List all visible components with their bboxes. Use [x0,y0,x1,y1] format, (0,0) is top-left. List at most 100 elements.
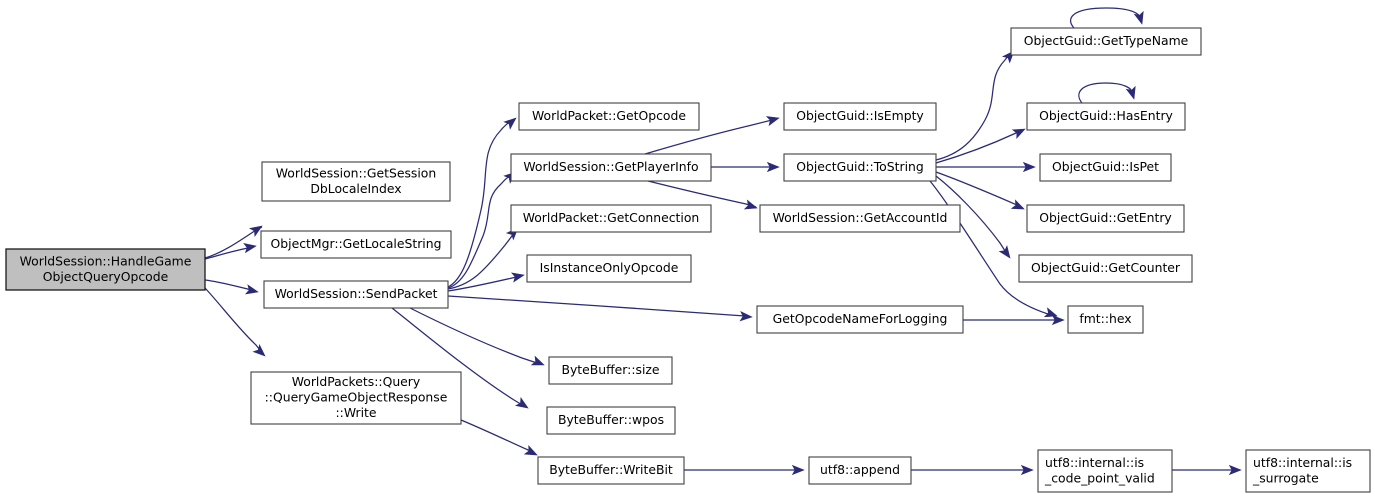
nodes-layer: WorldSession::HandleGameObjectQueryOpcod… [5,27,1371,493]
node-gettypename[interactable]: ObjectGuid::GetTypeName [1010,27,1202,56]
node-ispet[interactable]: ObjectGuid::IsPet [1039,153,1172,182]
node-getlocalestring[interactable]: ObjectMgr::GetLocaleString [260,230,452,259]
node-box-getconnection[interactable] [510,204,712,233]
node-label-getaccountid: WorldSession::GetAccountId [773,210,948,225]
edge-sendpacket-to-bytebuffersize [409,307,541,365]
edge-root-to-querygameobjectresponsewrite [204,287,264,355]
node-label-utf8append: utf8::append [820,462,900,477]
arrowhead-bytebufferwritebit__utf8append [791,464,805,476]
node-label-bytebufferwritebit: ByteBuffer::WriteBit [549,462,673,477]
edge-root-to-getsessiondblocaleindex [204,226,263,259]
edge-sendpacket-to-getplayerinfo [447,172,515,289]
node-label-ispet: ObjectGuid::IsPet [1052,159,1159,174]
arrowhead-getplayerinfo__tostring [766,161,780,173]
node-label-fmthex: fmt::hex [1079,311,1131,326]
node-label-getsessiondblocaleindex: DbLocaleIndex [310,181,401,196]
node-label-iscodepointvalid: _code_point_valid [1044,470,1155,485]
node-fmthex[interactable]: fmt::hex [1067,305,1144,334]
arrowhead-sendpacket__getopcodenameforlogging [739,310,753,322]
arrowhead-iscodepointvalid__issurrogate [1228,464,1242,476]
node-sendpacket[interactable]: WorldSession::SendPacket [263,280,449,309]
node-getplayerinfo[interactable]: WorldSession::GetPlayerInfo [510,153,712,182]
arrowhead-sendpacket__isinstanceonlyopcode [511,272,525,283]
node-box-getentry[interactable] [1026,204,1185,233]
node-querygameobjectresponsewrite[interactable]: WorldPackets::Query::QueryGameObjectResp… [250,371,462,425]
node-label-isinstanceonlyopcode: IsInstanceOnlyOpcode [540,260,679,275]
node-bytebufferwpos[interactable]: ByteBuffer::wpos [546,406,676,435]
node-box-isempty[interactable] [783,102,937,131]
node-box-getopcodenameforlogging[interactable] [756,305,964,334]
node-root[interactable]: WorldSession::HandleGameObjectQueryOpcod… [5,248,206,291]
edge-sendpacket-to-getopcodenameforlogging [447,295,746,317]
node-getaccountid[interactable]: WorldSession::GetAccountId [759,204,961,233]
node-label-getlocalestring: ObjectMgr::GetLocaleString [271,236,442,251]
node-box-querygameobjectresponsewrite[interactable] [250,371,462,425]
node-label-bytebufferwpos: ByteBuffer::wpos [558,412,664,427]
node-isempty[interactable]: ObjectGuid::IsEmpty [783,102,937,131]
node-label-querygameobjectresponsewrite: WorldPackets::Query [292,374,421,389]
node-box-getaccountid[interactable] [759,204,961,233]
node-box-getopcode[interactable] [518,102,700,131]
node-getentry[interactable]: ObjectGuid::GetEntry [1026,204,1185,233]
arrowheads-layer [243,10,1242,476]
node-box-isinstanceonlyopcode[interactable] [526,254,692,283]
node-utf8append[interactable]: utf8::append [808,456,912,485]
edge-tostring-to-fmthex [929,180,1052,316]
arrowhead-sendpacket__bytebufferwpos [514,397,529,409]
arrowhead-sendpacket__getopcode [503,117,517,130]
node-getopcodenameforlogging[interactable]: GetOpcodeNameForLogging [756,305,964,334]
edge-querygameobjectresponsewrite-to-bytebufferwritebit [460,419,535,454]
node-box-issurrogate[interactable] [1245,449,1371,493]
edge-gettypename-to-gettypename [1069,7,1142,29]
node-tostring[interactable]: ObjectGuid::ToString [783,153,937,182]
node-box-getcounter[interactable] [1018,254,1193,283]
arrowhead-root__querygameobjectresponsewrite [252,344,266,357]
arrowhead-querygameobjectresponsewrite__bytebufferwritebit [523,445,538,456]
arrowhead-sendpacket__bytebuffersize [530,355,545,366]
node-label-iscodepointvalid: utf8::internal::is [1045,455,1144,470]
node-isinstanceonlyopcode[interactable]: IsInstanceOnlyOpcode [526,254,692,283]
edge-tostring-to-hasentry [935,129,1024,164]
arrowhead-utf8append__iscodepointvalid [1020,464,1034,476]
arrowhead-tostring__getentry [1010,199,1025,210]
arrowhead-tostring__hasentry [1011,128,1026,139]
node-hasentry[interactable]: ObjectGuid::HasEntry [1026,102,1186,131]
node-box-getplayerinfo[interactable] [510,153,712,182]
node-bytebuffersize[interactable]: ByteBuffer::size [548,356,673,385]
node-box-tostring[interactable] [783,153,937,182]
node-box-fmthex[interactable] [1067,305,1144,334]
node-label-querygameobjectresponsewrite: ::Write [335,405,376,420]
node-box-bytebuffersize[interactable] [548,356,673,385]
node-label-bytebuffersize: ByteBuffer::size [561,362,659,377]
node-box-sendpacket[interactable] [263,280,449,309]
arrowhead-root__sendpacket [244,284,259,295]
node-label-hasentry: ObjectGuid::HasEntry [1039,108,1173,123]
node-box-hasentry[interactable] [1026,102,1186,131]
node-getcounter[interactable]: ObjectGuid::GetCounter [1018,254,1193,283]
node-label-gettypename: ObjectGuid::GetTypeName [1024,33,1189,48]
node-label-querygameobjectresponsewrite: ::QueryGameObjectResponse [265,390,448,405]
node-iscodepointvalid[interactable]: utf8::internal::is_code_point_valid [1037,449,1173,493]
node-bytebufferwritebit[interactable]: ByteBuffer::WriteBit [537,456,685,485]
node-box-root[interactable] [5,248,206,291]
node-box-getlocalestring[interactable] [260,230,452,259]
node-box-utf8append[interactable] [808,456,912,485]
node-box-ispet[interactable] [1039,153,1172,182]
edge-getplayerinfo-to-getaccountid [647,180,757,208]
node-box-gettypename[interactable] [1010,27,1202,56]
node-label-getsessiondblocaleindex: WorldSession::GetSession [276,165,437,180]
node-box-getsessiondblocaleindex[interactable] [261,161,451,202]
edge-root-to-getlocalestring [204,246,254,260]
arrowhead-getopcodenameforlogging__fmthex [1051,314,1065,326]
edge-tostring-to-getcounter [935,175,1008,255]
arrowhead-root__getsessiondblocaleindex [248,225,263,237]
node-getconnection[interactable]: WorldPacket::GetConnection [510,204,712,233]
node-box-bytebufferwpos[interactable] [546,406,676,435]
node-label-getcounter: ObjectGuid::GetCounter [1031,260,1181,275]
node-box-bytebufferwritebit[interactable] [537,456,685,485]
node-issurrogate[interactable]: utf8::internal::is_surrogate [1245,449,1371,493]
node-box-iscodepointvalid[interactable] [1037,449,1173,493]
node-getopcode[interactable]: WorldPacket::GetOpcode [518,102,700,131]
